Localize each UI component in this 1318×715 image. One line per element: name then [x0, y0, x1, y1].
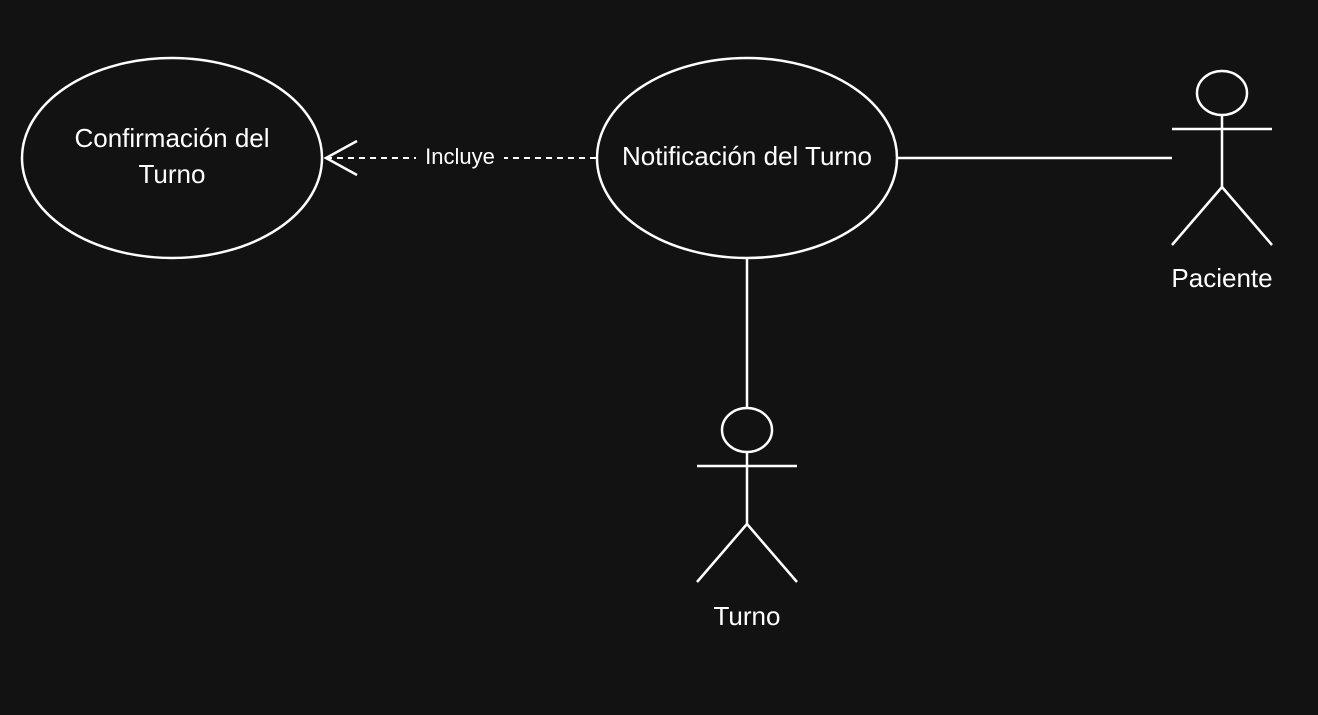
usecase-ellipse: [20, 56, 324, 260]
usecase-notificacion-del-turno[interactable]: Notificación del Turno: [595, 56, 899, 260]
include-arrowhead: [323, 139, 358, 177]
include-relationship: Incluye: [323, 139, 598, 177]
usecase-label-line2: Turno: [139, 159, 206, 189]
actor-label: Paciente: [1171, 263, 1272, 293]
actor-paciente[interactable]: Paciente: [1171, 69, 1273, 293]
actor-label: Turno: [714, 601, 781, 631]
include-label-background: [416, 145, 504, 171]
stick-figure-icon: [1171, 69, 1273, 246]
usecase-label-line1: Confirmación del: [74, 123, 269, 153]
usecase-confirmacion-del-turno[interactable]: Confirmación del Turno: [20, 56, 324, 260]
usecase-ellipse: [595, 56, 899, 260]
actor-turno[interactable]: Turno: [696, 406, 798, 631]
include-label: Incluye: [425, 144, 495, 169]
usecase-label: Notificación del Turno: [622, 141, 872, 171]
stick-figure-icon: [696, 406, 798, 583]
